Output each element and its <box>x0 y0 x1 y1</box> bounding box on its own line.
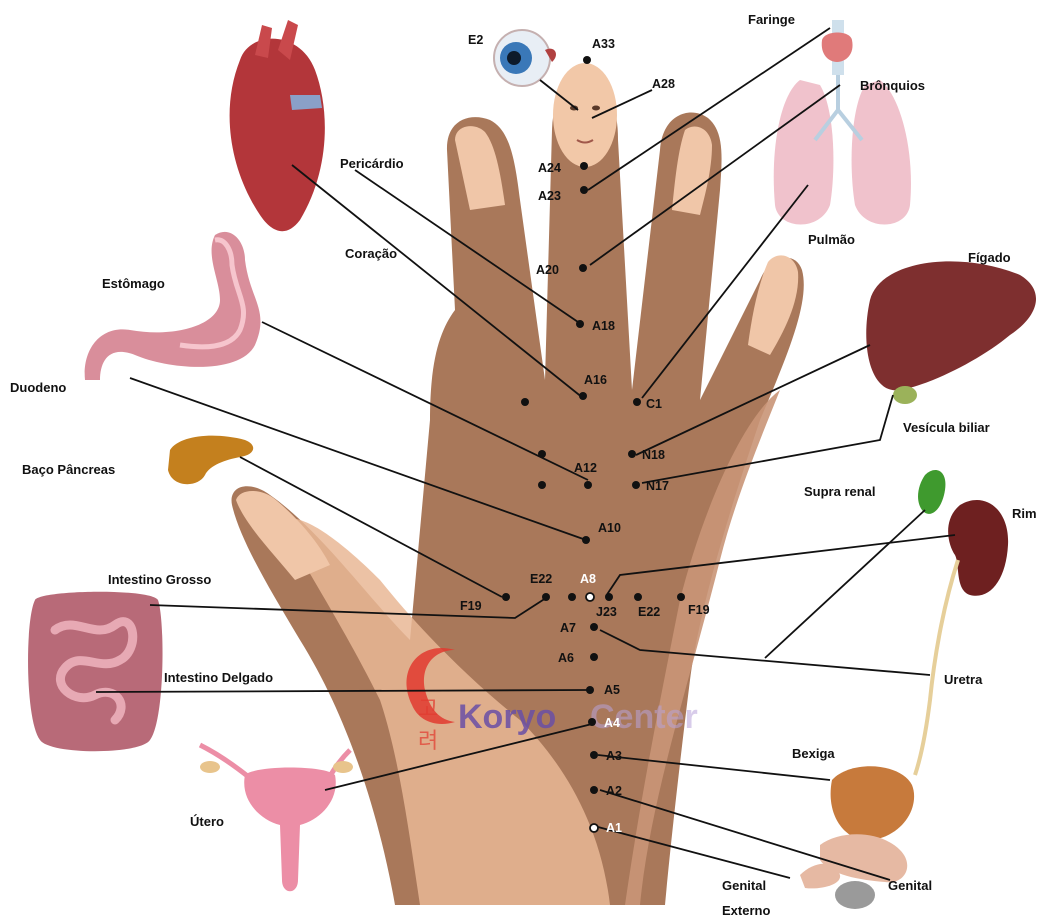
dot-n17 <box>632 481 640 489</box>
organ-label-coracao: Coração <box>345 246 397 261</box>
leader-supra-renal <box>765 510 925 658</box>
dot-a4 <box>588 718 596 726</box>
point-label-f19-right: F19 <box>688 603 710 617</box>
dot-e22-left <box>542 593 550 601</box>
heart-icon <box>230 20 325 231</box>
point-label-a24: A24 <box>538 161 561 175</box>
dot-a10 <box>582 536 590 544</box>
point-label-f19-left: F19 <box>460 599 482 613</box>
organ-label-genital-externo-1: Genital <box>722 878 766 893</box>
dot-a24 <box>580 162 588 170</box>
organ-label-rim: Rim <box>1012 506 1037 521</box>
point-label-a23: A23 <box>538 189 561 203</box>
point-label-a7: A7 <box>560 621 576 635</box>
dot-c1 <box>633 398 641 406</box>
face-eye-right <box>592 106 600 111</box>
organ-label-bronquios: Brônquios <box>860 78 925 93</box>
dot-a3 <box>590 751 598 759</box>
organ-label-faringe: Faringe <box>748 12 795 27</box>
point-label-a28: A28 <box>652 77 675 91</box>
dot-a8 <box>586 593 594 601</box>
organ-label-genital-externo-2: Externo <box>722 903 770 918</box>
dot-a7 <box>590 623 598 631</box>
liver-icon <box>866 261 1036 404</box>
organ-label-intestino-delgado: Intestino Delgado <box>164 670 273 685</box>
dot-f19-right <box>677 593 685 601</box>
dot-e22-right <box>634 593 642 601</box>
point-label-j23: J23 <box>596 605 617 619</box>
point-label-e22-right: E22 <box>638 605 660 619</box>
organ-label-estomago: Estômago <box>102 276 165 291</box>
watermark-brand: Koryo <box>458 698 556 736</box>
point-label-a12: A12 <box>574 461 597 475</box>
dot-a12 <box>584 481 592 489</box>
watermark-hangul-2: 려 <box>418 729 438 754</box>
face-illustration <box>553 63 617 167</box>
adrenal-icon <box>918 470 945 514</box>
dot-index-base <box>521 398 529 406</box>
dot-a23 <box>580 186 588 194</box>
point-label-a4: A4 <box>604 716 620 730</box>
point-label-a1: A1 <box>606 821 622 835</box>
organ-label-intestino-grosso: Intestino Grosso <box>108 572 211 587</box>
dot-a1 <box>590 824 598 832</box>
point-label-a33: A33 <box>592 37 615 51</box>
organ-label-duodeno: Duodeno <box>10 380 66 395</box>
point-label-c1: C1 <box>646 397 662 411</box>
organ-label-utero: Útero <box>190 814 224 829</box>
dot-e22-left-2 <box>568 593 576 601</box>
dot-a33 <box>583 56 591 64</box>
pancreas-icon <box>168 436 253 485</box>
point-label-e2: E2 <box>468 33 483 47</box>
point-label-a6: A6 <box>558 651 574 665</box>
organ-label-pulmao: Pulmão <box>808 232 855 247</box>
dot-a20 <box>579 264 587 272</box>
dot-n18 <box>628 450 636 458</box>
eye-icon <box>494 30 556 86</box>
point-label-a18: A18 <box>592 319 615 333</box>
dot-a2 <box>590 786 598 794</box>
dot-a18 <box>576 320 584 328</box>
point-label-a10: A10 <box>598 521 621 535</box>
dot-a12-lower <box>538 481 546 489</box>
lungs-icon <box>774 20 911 225</box>
organ-label-uretra: Uretra <box>944 672 983 687</box>
point-label-a8: A8 <box>580 572 596 586</box>
point-label-n17: N17 <box>646 479 669 493</box>
organ-label-vesicula: Vesícula biliar <box>903 420 990 435</box>
organ-label-pericardio: Pericárdio <box>340 156 404 171</box>
organ-label-baco-pancreas: Baço Pâncreas <box>22 462 115 477</box>
stomach-icon <box>85 232 261 380</box>
intestines-icon <box>28 592 162 752</box>
watermark-hangul-1: 고 <box>418 697 438 722</box>
organ-label-bexiga: Bexiga <box>792 746 835 761</box>
point-label-e22-left: E22 <box>530 572 552 586</box>
dot-a6 <box>590 653 598 661</box>
organ-label-genital: Genital <box>888 878 932 893</box>
point-label-a2: A2 <box>606 784 622 798</box>
dot-a12-upper <box>538 450 546 458</box>
organ-label-figado: Fígado <box>968 250 1011 265</box>
dot-a5 <box>586 686 594 694</box>
point-label-n18: N18 <box>642 448 665 462</box>
point-label-a16: A16 <box>584 373 607 387</box>
dot-a16 <box>579 392 587 400</box>
dot-f19-left <box>502 593 510 601</box>
dot-j23 <box>605 593 613 601</box>
point-label-a5: A5 <box>604 683 620 697</box>
point-label-a20: A20 <box>536 263 559 277</box>
point-label-a3: A3 <box>606 749 622 763</box>
kidney-icon <box>915 500 1008 775</box>
organ-label-supra-renal: Supra renal <box>804 484 876 499</box>
